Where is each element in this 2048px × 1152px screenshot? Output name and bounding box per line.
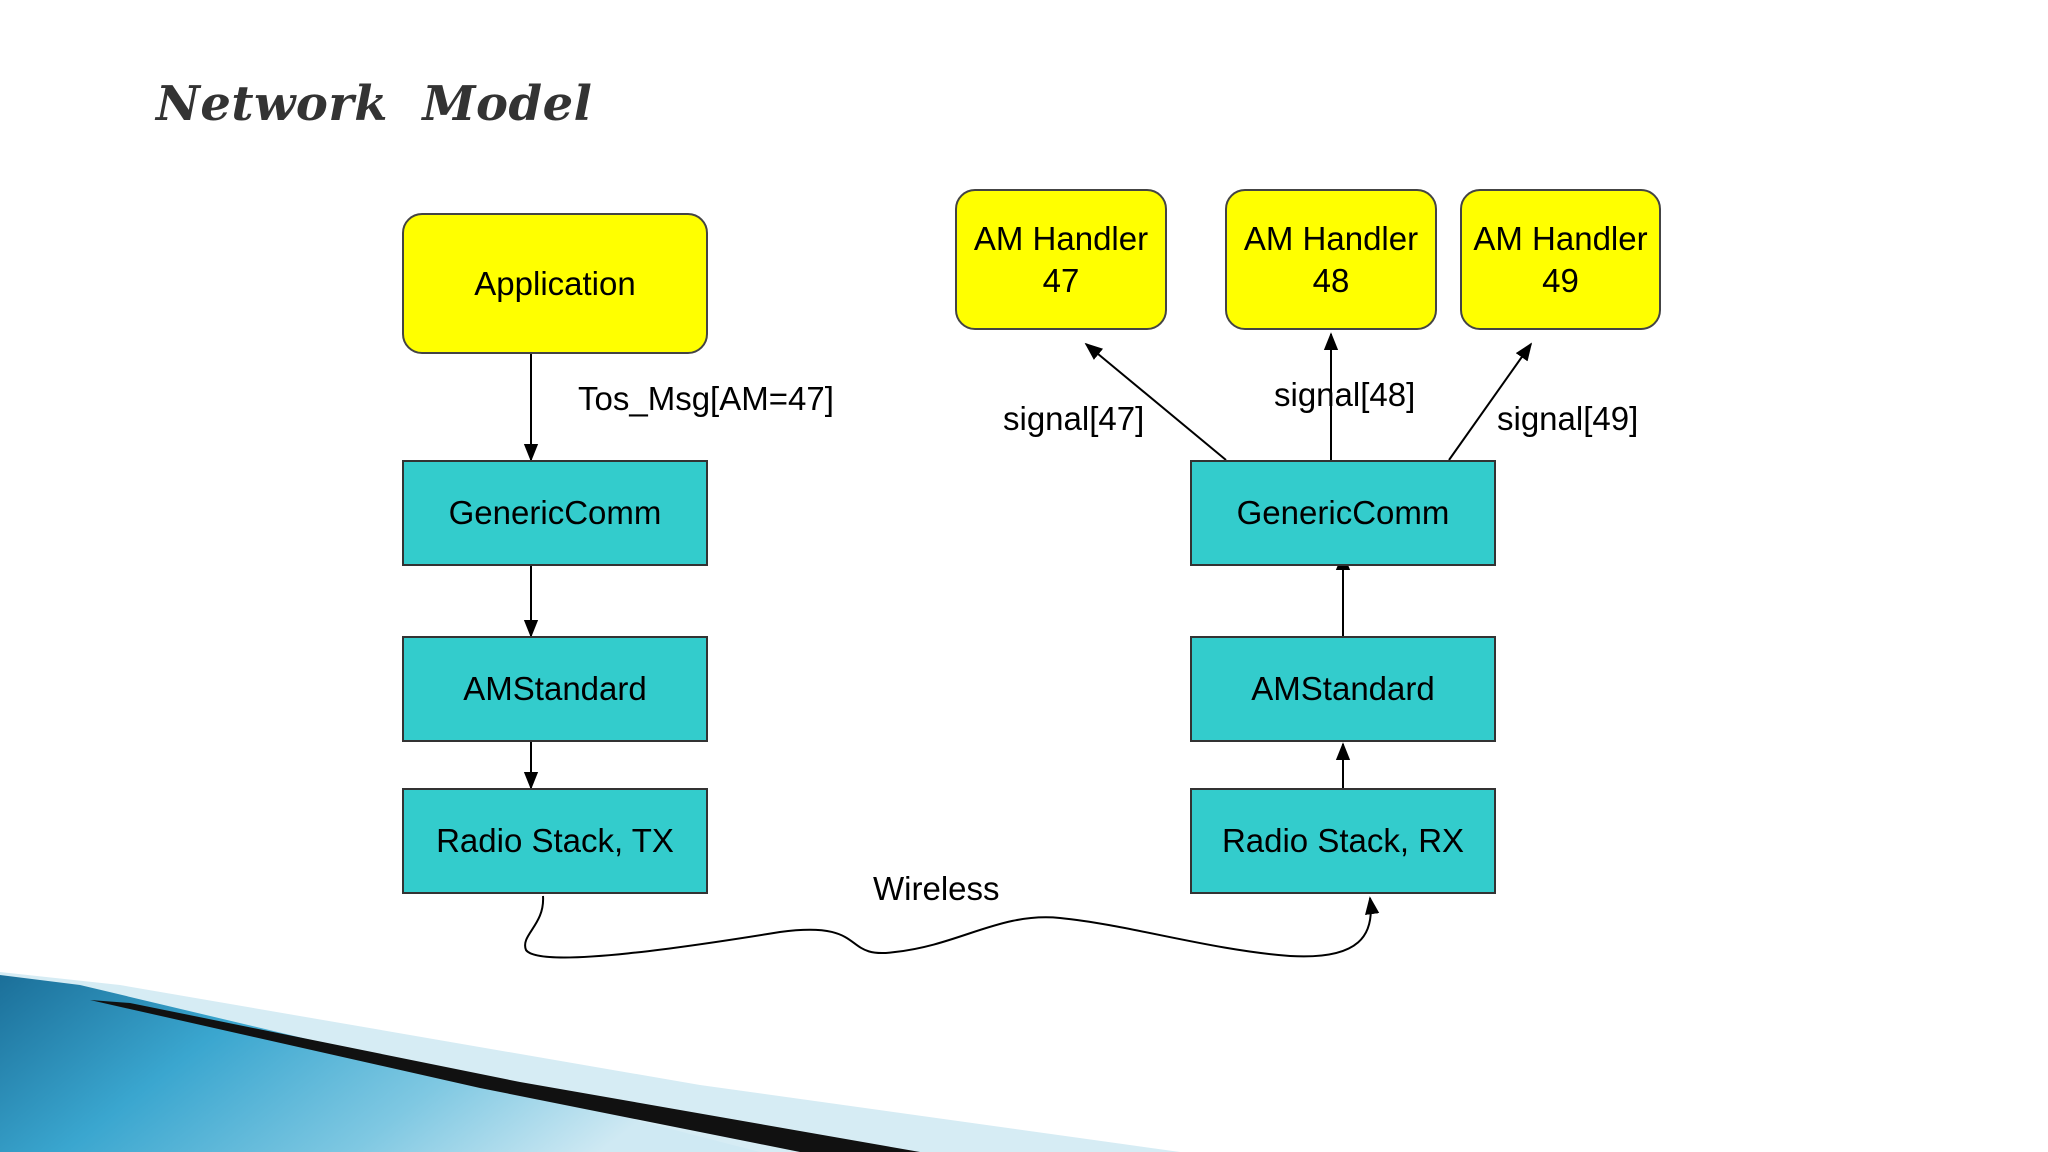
label-signal-49: signal[49] (1497, 400, 1639, 437)
page-title: Network Model (156, 76, 593, 132)
node-am-handler-47: AM Handler 47 (955, 189, 1167, 330)
edge-signal49 (1448, 342, 1533, 461)
label-signal-48: signal[48] (1274, 376, 1416, 413)
node-rx-genericcomm: GenericComm (1190, 460, 1496, 566)
edge-wireless (524, 895, 1380, 959)
node-tx-radio-stack: Radio Stack, TX (402, 788, 708, 894)
label-wireless: Wireless (873, 870, 1000, 907)
node-tx-amstandard: AMStandard (402, 636, 708, 742)
node-rx-radio-stack: Radio Stack, RX (1190, 788, 1496, 894)
node-tx-genericcomm: GenericComm (402, 460, 708, 566)
node-application: Application (402, 213, 708, 354)
node-rx-amstandard: AMStandard (1190, 636, 1496, 742)
node-am-handler-48: AM Handler 48 (1225, 189, 1437, 330)
banner-black-stripe (90, 1000, 920, 1152)
edge-signal47 (1084, 342, 1227, 461)
label-tos-msg: Tos_Msg[AM=47] (578, 380, 834, 417)
node-am-handler-49: AM Handler 49 (1460, 189, 1661, 330)
label-signal-47: signal[47] (1003, 400, 1145, 437)
